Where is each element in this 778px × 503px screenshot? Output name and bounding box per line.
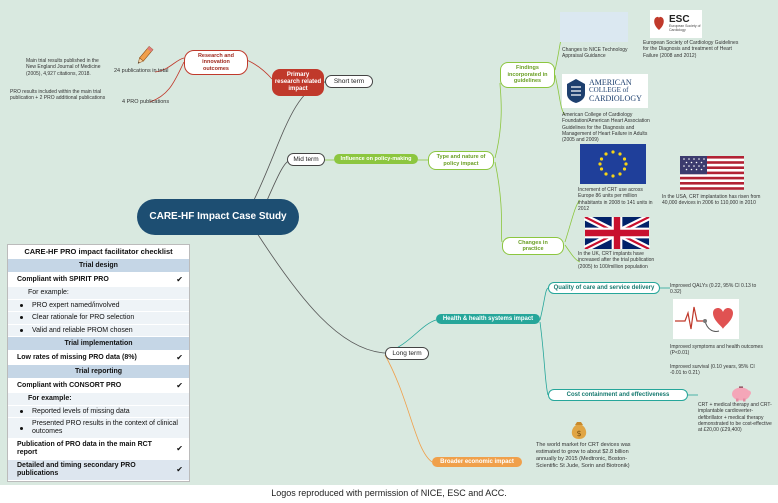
world-market-note: The world market for CRT devices was est… bbox=[536, 442, 631, 469]
publication-row: Publication of PRO data in the main RCT … bbox=[8, 439, 189, 460]
checklist-item-reported: Reported levels of missing data bbox=[8, 405, 189, 418]
pencil-icon bbox=[137, 45, 154, 64]
spirit-label: Compliant with SPIRIT PRO bbox=[17, 276, 109, 283]
influence-policy-node: Influence on policy-making bbox=[334, 154, 418, 164]
item-reported-label: Reported levels of missing data bbox=[32, 407, 130, 415]
check-icon: ✔ bbox=[176, 353, 183, 362]
bullet-icon bbox=[20, 316, 23, 320]
connector-acc bbox=[554, 74, 566, 116]
connector-cost bbox=[539, 321, 549, 396]
item-presented-label: Presented PRO results in the context of … bbox=[32, 419, 178, 435]
acc-caption: American College of Cardiology Foundatio… bbox=[562, 112, 650, 143]
trial-reporting-heading: Trial reporting bbox=[8, 365, 189, 379]
connector-uk bbox=[564, 244, 581, 263]
cost-containment-node: Cost containment and effectiveness bbox=[548, 389, 688, 401]
checklist-item-rationale: Clear rationale for PRO selection bbox=[8, 312, 189, 325]
bullet-icon bbox=[20, 328, 23, 332]
esc-logo-subtext: European Society of Cardiology bbox=[669, 24, 701, 32]
connector-pubs-pro bbox=[149, 61, 185, 103]
money-bag-icon: $ bbox=[571, 422, 587, 439]
item-valid-label: Valid and reliable PROM chosen bbox=[32, 326, 133, 334]
connector-quality bbox=[539, 287, 549, 321]
main-trial-note: Main trial results published in the New … bbox=[26, 58, 101, 77]
changes-practice-node: Changes in practice bbox=[502, 237, 564, 255]
connector-lines bbox=[149, 29, 698, 463]
figure-caption: Logos reproduced with permission of NICE… bbox=[271, 488, 507, 498]
survival-note: Improved survival (0.10 years, 95% CI -0… bbox=[670, 364, 755, 377]
nice-caption: Changes to NICE Technology Appraisal Gui… bbox=[562, 47, 628, 60]
bullet-icon bbox=[20, 303, 23, 307]
connector-long-term bbox=[254, 229, 386, 354]
primary-impact-node: Primary research related impact bbox=[272, 69, 324, 96]
connector-pubs-total bbox=[154, 57, 185, 73]
uk-caption: In the UK, CRT implants have increased a… bbox=[578, 251, 655, 270]
long-term-node: Long term bbox=[385, 347, 429, 360]
pubs-pro-label: 4 PRO publications bbox=[122, 99, 170, 105]
symptoms-note: Improved symptoms and health outcomes (P… bbox=[670, 344, 763, 357]
pro-results-note: PRO results included within the main tri… bbox=[10, 89, 106, 102]
low-missing-label: Low rates of missing PRO data (8%) bbox=[17, 354, 137, 361]
check-icon: ✔ bbox=[176, 275, 183, 284]
eu-caption: Increment of CRT use across Europe 86 un… bbox=[578, 187, 653, 212]
connector-eu-us bbox=[564, 199, 581, 243]
health-systems-node: Health & health systems impact bbox=[436, 314, 540, 324]
research-outcomes-node: Research and innovation outcomes bbox=[184, 50, 248, 75]
acc-logo-line3: CARDIOLOGY bbox=[589, 93, 642, 103]
for-example-label-2: For example: bbox=[8, 393, 189, 406]
heart-ecg-icon bbox=[673, 299, 739, 339]
us-caption: In the USA, CRT implantation has risen f… bbox=[662, 194, 761, 207]
acc-logo: AMERICAN COLLEGE of CARDIOLOGY bbox=[562, 74, 648, 108]
svg-text:$: $ bbox=[576, 429, 581, 438]
low-missing-row: Low rates of missing PRO data (8%) ✔ bbox=[8, 351, 189, 365]
checklist-item-presented: Presented PRO results in the context of … bbox=[8, 418, 189, 439]
acc-logo-line2: COLLEGE of bbox=[589, 86, 629, 95]
mid-term-node: Mid term bbox=[287, 153, 325, 166]
esc-logo: ESC European Society of Cardiology bbox=[650, 10, 702, 38]
acc-logo-line1: AMERICAN bbox=[589, 78, 632, 87]
central-topic: CARE-HF Impact Case Study bbox=[137, 199, 299, 235]
for-example-label: For example: bbox=[8, 287, 189, 300]
check-icon: ✔ bbox=[176, 465, 183, 475]
esc-logo-text: ESC bbox=[669, 14, 690, 25]
publication-label: Publication of PRO data in the main RCT … bbox=[17, 440, 152, 456]
pubs-total-label: 24 publications in total bbox=[114, 68, 169, 74]
acc-emblem-icon bbox=[567, 79, 585, 103]
uk-flag-icon bbox=[584, 217, 650, 249]
trial-design-heading: Trial design bbox=[8, 259, 189, 273]
trial-implementation-heading: Trial implementation bbox=[8, 337, 189, 351]
spirit-row: Compliant with SPIRIT PRO ✔ bbox=[8, 273, 189, 287]
us-flag-icon bbox=[680, 156, 744, 190]
connector-short-term bbox=[249, 81, 326, 209]
consort-row: Compliant with CONSORT PRO ✔ bbox=[8, 379, 189, 393]
checklist-title: CARE-HF PRO impact facilitator checklist bbox=[8, 245, 189, 259]
eu-flag-icon bbox=[580, 144, 646, 184]
cost-effective-note: CRT + medical therapy and CRT-implantabl… bbox=[698, 402, 772, 433]
mind-map-canvas: CARE-HF Impact Case Study Short term Mid… bbox=[0, 0, 778, 485]
piggy-bank-icon bbox=[732, 386, 751, 402]
short-term-node: Short term bbox=[325, 75, 373, 88]
connector-findings bbox=[494, 82, 502, 159]
bullet-icon bbox=[20, 409, 23, 413]
findings-guidelines-node: Findings incorporated in guidelines bbox=[500, 62, 555, 88]
quality-care-node: Quality of care and service delivery bbox=[548, 282, 660, 294]
economic-impact-node: Broader economic impact bbox=[432, 457, 522, 467]
checklist-item-valid: Valid and reliable PROM chosen bbox=[8, 324, 189, 337]
nice-logo bbox=[560, 12, 628, 42]
connector-changes bbox=[494, 161, 503, 243]
type-nature-node: Type and nature of policy impact bbox=[428, 151, 494, 171]
bullet-icon bbox=[20, 426, 23, 430]
esc-heart-icon bbox=[654, 16, 664, 30]
consort-label: Compliant with CONSORT PRO bbox=[17, 382, 122, 389]
item-expert-label: PRO expert named/involved bbox=[32, 301, 120, 309]
facilitator-checklist: CARE-HF PRO impact facilitator checklist… bbox=[7, 244, 190, 482]
checklist-item-expert: PRO expert named/involved bbox=[8, 299, 189, 312]
qaly-note: Improved QALYs (0.22, 95% CI 0.13 to 0.3… bbox=[670, 283, 757, 296]
connector-economic bbox=[384, 354, 433, 463]
esc-caption: European Society of Cardiology Guideline… bbox=[643, 40, 739, 59]
check-icon: ✔ bbox=[176, 381, 183, 390]
detailed-row: Detailed and timing secondary PRO public… bbox=[8, 460, 189, 481]
check-icon: ✔ bbox=[176, 444, 183, 454]
detailed-label: Detailed and timing secondary PRO public… bbox=[17, 461, 136, 477]
item-rationale-label: Clear rationale for PRO selection bbox=[32, 314, 135, 322]
